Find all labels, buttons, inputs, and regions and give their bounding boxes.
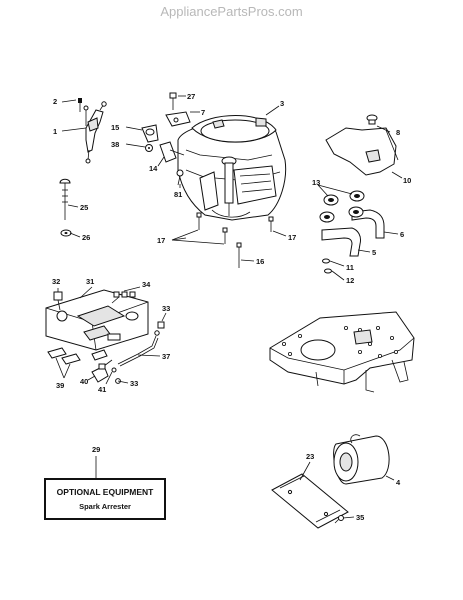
label-10: 10: [403, 176, 411, 185]
screw-81: [176, 169, 184, 186]
label-32: 32: [52, 277, 60, 286]
gaskets-13: [319, 190, 365, 223]
label-33-bottom: 33: [130, 379, 138, 388]
label-17-right: 17: [288, 233, 296, 242]
cable-37: [117, 330, 160, 367]
label-16: 16: [256, 257, 264, 266]
label-23: 23: [306, 452, 314, 461]
label-35: 35: [356, 513, 364, 522]
pads-39: [47, 347, 108, 365]
label-11: 11: [346, 263, 354, 272]
bolt-27: [169, 92, 177, 110]
optional-equipment-title: OPTIONAL EQUIPMENT: [56, 487, 154, 497]
clip-33: [115, 321, 165, 384]
leader-lines: [55, 95, 403, 519]
washers-11-12: [322, 258, 332, 274]
label-27: 27: [187, 92, 195, 101]
bolt-8: [366, 114, 378, 125]
spark-plug: [78, 98, 82, 112]
label-3: 3: [280, 99, 284, 108]
spark-arrester-label: Spark Arrester: [79, 502, 131, 511]
label-15: 15: [111, 123, 119, 132]
label-26: 26: [82, 233, 90, 242]
label-12: 12: [346, 276, 354, 285]
nut-38: [145, 144, 153, 152]
label-1: 1: [53, 127, 57, 136]
exhaust-pipe-5: [321, 227, 361, 257]
label-8: 8: [396, 128, 400, 137]
bulbs-34: [111, 291, 136, 304]
label-14: 14: [149, 164, 158, 173]
label-40: 40: [80, 377, 88, 386]
label-41: 41: [98, 385, 106, 394]
bolt-25: [59, 178, 71, 220]
label-31: 31: [86, 277, 94, 286]
watermark: AppliancePartsPros.com: [160, 4, 303, 19]
label-33-top: 33: [162, 304, 170, 313]
plate-23: [271, 473, 349, 529]
heat-shield-10: [325, 127, 399, 176]
label-29: 29: [92, 445, 100, 454]
engine: [177, 115, 287, 221]
label-34: 34: [142, 280, 151, 289]
label-5: 5: [372, 248, 376, 257]
bolt-16: [236, 242, 242, 268]
part-number-labels: 2 1 27 7 3 15 38 14 81 8 10 13 6 5 11 12…: [52, 92, 411, 522]
label-17-left: 17: [157, 236, 165, 245]
bolts-17: [196, 212, 274, 244]
label-13: 13: [312, 178, 320, 187]
label-39: 39: [56, 381, 64, 390]
throttle-control: [83, 101, 107, 164]
frame: [269, 311, 415, 393]
label-6: 6: [400, 230, 404, 239]
exhaust-pipe-6: [351, 209, 385, 239]
washer-26: [60, 229, 72, 237]
muffler: [333, 434, 390, 485]
label-4: 4: [396, 478, 401, 487]
label-38: 38: [111, 140, 119, 149]
label-81: 81: [174, 190, 182, 199]
elbow-15: [141, 124, 159, 143]
control-panel-31: [45, 289, 149, 351]
fitting-14: [159, 141, 185, 163]
optional-equipment-box: OPTIONAL EQUIPMENT Spark Arrester: [44, 478, 166, 520]
label-25: 25: [80, 203, 88, 212]
label-2: 2: [53, 97, 57, 106]
bracket-7: [165, 111, 191, 127]
knob-32: [53, 291, 63, 311]
label-37: 37: [162, 352, 170, 361]
label-7: 7: [201, 108, 205, 117]
fitting-40-41: [91, 359, 117, 383]
